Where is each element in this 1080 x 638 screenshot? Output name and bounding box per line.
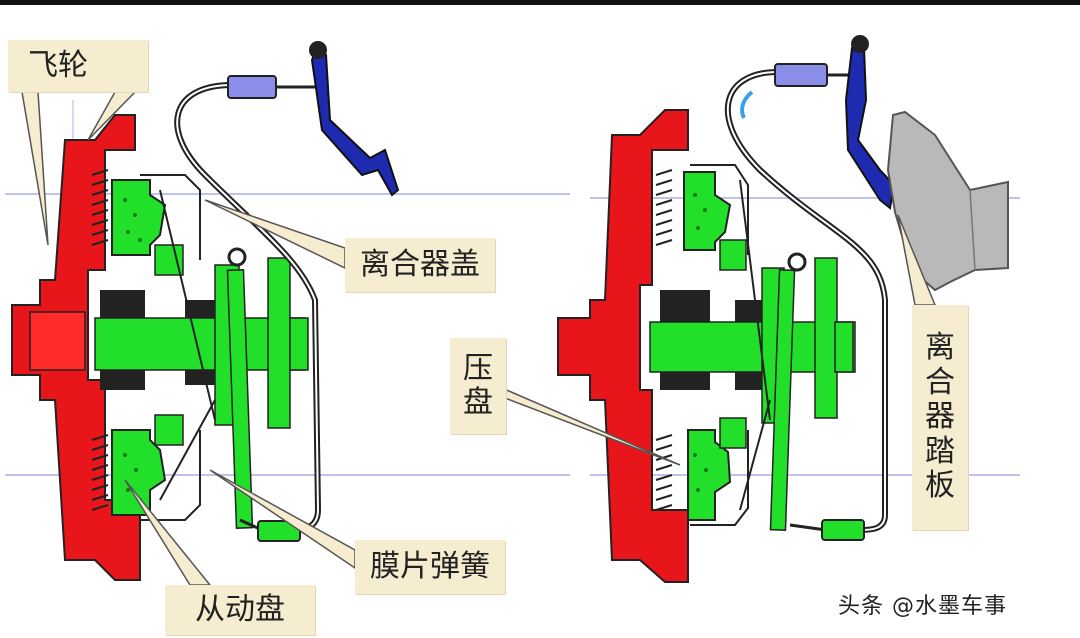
- label-clutch-pedal-char-2: 合: [925, 364, 955, 400]
- label-pressure-plate-line2: 盘: [463, 385, 493, 420]
- label-pressure-plate-line1: 压: [463, 350, 493, 386]
- label-clutch-pedal-char-3: 器: [925, 399, 955, 435]
- label-flywheel: 飞轮: [8, 40, 148, 92]
- label-clutch-pedal: 离 合 器 踏 板: [912, 305, 968, 530]
- label-clutch-pedal-char-5: 板: [925, 468, 955, 504]
- right-clutch: [557, 35, 1009, 583]
- right-flywheel: [557, 109, 689, 583]
- label-clutch-pedal-char-1: 离: [925, 330, 955, 366]
- label-clutch-pedal-char-4: 踏: [925, 433, 955, 469]
- label-driven-disc-text: 从动盘: [195, 591, 285, 627]
- label-clutch-cover: 离合器盖: [345, 238, 495, 292]
- watermark: 头条 @水墨车事: [838, 594, 1007, 619]
- label-driven-disc: 从动盘: [165, 585, 315, 635]
- top-bar: [0, 0, 1080, 5]
- label-flywheel-text: 飞轮: [28, 47, 88, 83]
- foot: [886, 110, 1009, 292]
- leader-lines: [21, 91, 937, 586]
- left-clutch: [11, 41, 400, 581]
- right-pedal: [844, 47, 896, 210]
- label-diaphragm-spring: 膜片弹簧: [355, 540, 505, 594]
- label-clutch-cover-text: 离合器盖: [360, 246, 480, 282]
- left-pedal: [310, 54, 400, 197]
- label-diaphragm-spring-text: 膜片弹簧: [370, 548, 490, 584]
- label-pressure-plate: 压 盘: [450, 338, 506, 434]
